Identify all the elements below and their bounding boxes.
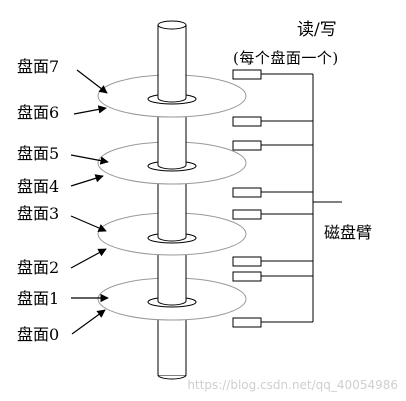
surface-label-7: 盘面7 <box>17 57 60 76</box>
platter-1 <box>97 30 247 118</box>
surface-label-2: 盘面2 <box>17 258 60 277</box>
platter-3 <box>97 185 247 256</box>
platter-2 <box>97 118 247 185</box>
disk-arm <box>261 73 342 323</box>
head-surface-0 <box>232 317 262 328</box>
head-surface-5 <box>232 140 262 151</box>
disk-arm-label: 磁盘臂 <box>324 223 373 242</box>
head-surface-4 <box>232 187 262 198</box>
spindle-bottom <box>157 321 187 375</box>
label-arrows <box>70 69 109 335</box>
watermark: https://blog.csdn.net/qq_40054986 <box>187 378 398 392</box>
surface-label-1: 盘面1 <box>17 289 60 308</box>
head-surface-3 <box>232 209 262 220</box>
surface-label-0: 盘面0 <box>17 325 60 344</box>
head-surface-2 <box>232 256 262 267</box>
surface-label-6: 盘面6 <box>17 103 60 122</box>
arrow-surface-2 <box>70 248 107 269</box>
platter-4 <box>97 256 247 321</box>
arrow-surface-4 <box>70 174 104 187</box>
read-write-title: 读/写 <box>297 20 337 40</box>
arrow-surface-3 <box>70 215 107 232</box>
arrow-surface-6 <box>73 105 107 115</box>
surface-label-4: 盘面4 <box>17 177 60 196</box>
head-surface-1 <box>232 271 262 282</box>
arrow-surface-5 <box>70 154 109 165</box>
arrow-surface-7 <box>76 69 108 94</box>
arrow-surface-0 <box>71 309 106 335</box>
surface-label-5: 盘面5 <box>17 144 60 163</box>
read-write-subtitle: (每个盘面一个) <box>233 49 339 67</box>
surface-label-3: 盘面3 <box>17 204 60 223</box>
head-surface-7 <box>232 69 262 80</box>
head-surface-6 <box>232 116 262 127</box>
